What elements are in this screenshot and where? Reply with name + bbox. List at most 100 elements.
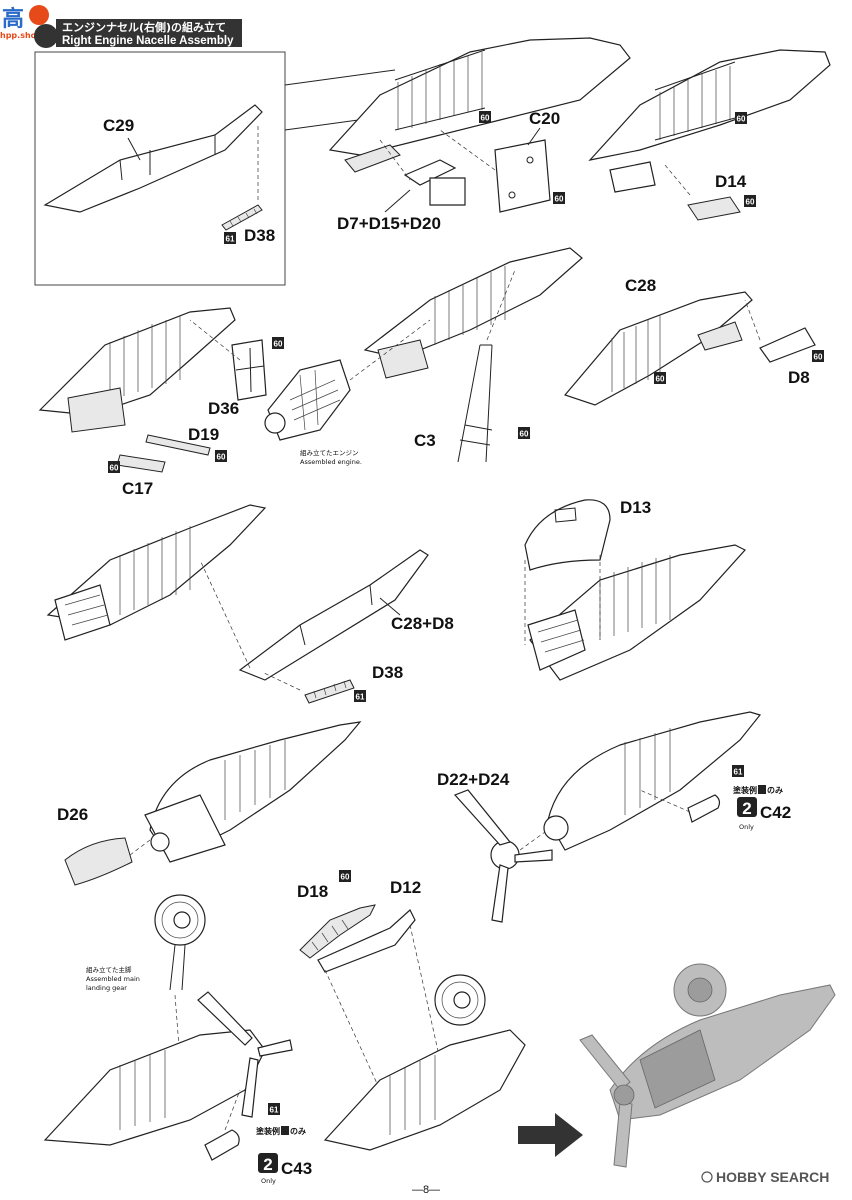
label-d7-d15-d20: D7+D15+D20: [337, 214, 441, 233]
frame-outer: [588, 49, 831, 161]
label-d36: D36: [208, 399, 239, 418]
paint-number: 60: [814, 353, 823, 362]
d18-ribs: [311, 919, 349, 951]
label-c3: C3: [414, 431, 436, 450]
d19-part: [145, 434, 211, 456]
nacelle-body: [323, 1029, 526, 1151]
paint-badge: [224, 232, 236, 244]
sub-part: [344, 144, 401, 173]
completed-wheel-hub: [687, 977, 713, 1003]
scheme-jp: 塗装例: [733, 785, 757, 795]
label-c20: C20: [529, 109, 560, 128]
step-d-right: D22+D24 C42 61 塗装例 のみ 2 Only: [437, 711, 791, 923]
guide-line: [664, 164, 691, 196]
paint-badge: [339, 870, 351, 882]
paint-badge: [479, 111, 491, 123]
paint-number: 61: [270, 1106, 279, 1115]
engine-block: [54, 584, 111, 641]
paint-number: 61: [356, 693, 365, 702]
frame-ribs: [599, 555, 671, 640]
guide-line: [174, 994, 181, 1061]
inset-frame: [34, 51, 286, 286]
paint-number: 60: [274, 340, 283, 349]
scheme-only: Only: [261, 1177, 276, 1185]
label-d38-b: D38: [372, 663, 403, 682]
engine-block: [527, 609, 586, 671]
c3-strut: [457, 344, 493, 463]
note-engine-jp: 組み立てたエンジン: [300, 448, 359, 457]
guide-line: [199, 559, 251, 669]
paint-badge: [735, 112, 747, 124]
paint-number: 61: [734, 768, 743, 777]
engine-detail: [64, 594, 109, 626]
prop-hub-socket: [543, 815, 569, 841]
scheme-jp: 塗装例: [256, 1126, 280, 1136]
d8-part: [759, 327, 816, 363]
step-c-right: D13: [524, 498, 746, 681]
gear-strut: [169, 944, 186, 991]
frame-rails: [654, 61, 736, 141]
scheme-mini-badge: [281, 1126, 289, 1135]
d14-part: [687, 196, 741, 221]
landing-gear-wheel: [154, 894, 206, 991]
watermark-icon: [701, 1171, 713, 1183]
header: 高 hpp.shop.com エンジンナセル(右側)の組み立て Right En…: [0, 5, 242, 48]
engine-block: [267, 359, 351, 441]
c17-part: [116, 454, 166, 473]
step-b-left: D36 60 D19 60 C17 60: [38, 307, 284, 498]
step-b-right: C28 60 D8 60: [563, 276, 824, 406]
note-gear-en-2: landing gear: [86, 984, 127, 992]
label-c28: C28: [625, 276, 656, 295]
engine-detail: [289, 369, 341, 431]
step-title-jp: エンジンナセル(右側)の組み立て: [62, 20, 226, 34]
paint-badge: [354, 690, 366, 702]
sub-part: [697, 321, 743, 351]
engine-detail: [537, 619, 585, 653]
label-d38-a: D38: [244, 226, 275, 245]
c28-d8-panel: [238, 549, 429, 681]
guide-line: [224, 1089, 241, 1131]
d13-cowl: [524, 499, 611, 571]
label-c28-d8: C28+D8: [391, 614, 454, 633]
completed-cowl: [639, 1029, 716, 1109]
wheel-tread: [441, 981, 479, 1019]
label-d12: D12: [390, 878, 421, 897]
wheel-tread: [161, 901, 199, 939]
landing-gear-wheel: [434, 974, 486, 1026]
nacelle-ribs: [624, 728, 671, 815]
completed-nacelle: [609, 984, 836, 1121]
label-d19: D19: [188, 425, 219, 444]
paint-badge: [272, 337, 284, 349]
frame-outer: [363, 247, 583, 359]
paint-number: 60: [746, 198, 755, 207]
panel-detail: [299, 584, 373, 646]
paint-badge: [654, 372, 666, 384]
step-title-bar: [56, 19, 242, 47]
c3-legs: [457, 344, 493, 463]
inset-box: C29 D38 61: [34, 51, 396, 286]
guide-line: [439, 129, 496, 171]
guide-line: [744, 299, 761, 341]
step-title-en: Right Engine Nacelle Assembly: [62, 35, 234, 47]
label-c17: C17: [122, 479, 153, 498]
paint-badge: [215, 450, 227, 462]
d12-part: [317, 909, 416, 973]
wheel-hub: [173, 911, 191, 929]
note-engine-en: Assembled engine.: [300, 458, 362, 466]
paint-badge: [518, 427, 530, 439]
paint-number: 60: [656, 375, 665, 384]
label-d14: D14: [715, 172, 747, 191]
d36-part: [231, 339, 267, 401]
frame-ribs: [659, 66, 731, 140]
note-gear-en-1: Assembled main: [86, 975, 140, 983]
paint-number: 60: [555, 195, 564, 204]
c20-plate: [494, 139, 551, 213]
paint-badge: [268, 1103, 280, 1115]
scheme-mini-badge: [758, 785, 766, 794]
d26-part: [64, 837, 133, 886]
label-d26: D26: [57, 805, 88, 824]
d38-ribs: [229, 208, 258, 227]
logo-mark: [29, 5, 49, 25]
c43-part: [204, 1129, 240, 1161]
leader: [527, 127, 541, 146]
